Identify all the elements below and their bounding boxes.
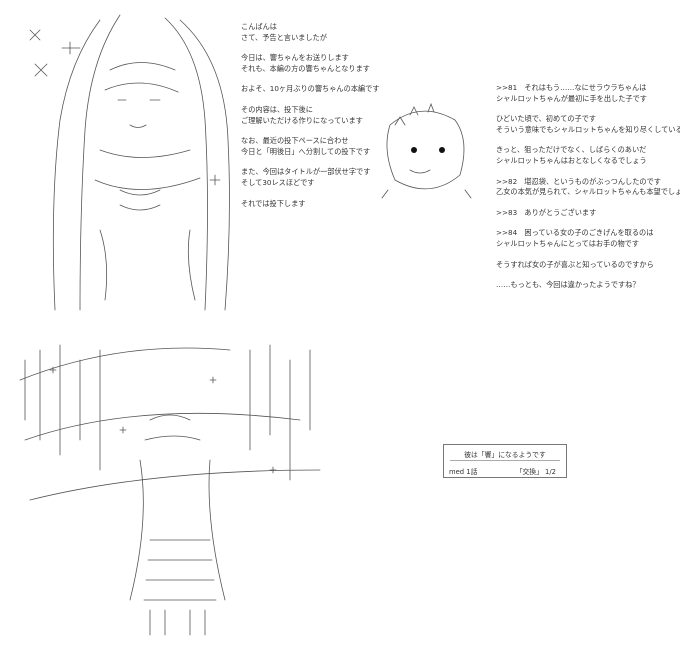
narration-block: こんばんは さて、予告と言いましたが 今日は、響ちゃんをお送りします それも、本… [241,22,380,209]
narration-line: それでは投下します [241,198,306,208]
title-card-subtitle: 「交換」 1/2 [515,468,556,476]
reply-line: そうすれば女の子が喜ぶと知っているのですから [496,259,654,269]
reply-line: ……もっとも、今回は違かったようですね？ [496,280,640,290]
reply-line [496,104,680,114]
narration-line: ご理解いただける作りになっています [241,115,363,125]
narration-line: 今日と「明後日」へ分割しての投下です [241,146,371,156]
reply-line: >>81 それはもう……なにせラウラちゃんは [496,83,647,92]
reply-line: 乙女の本気が見られて、シャルロットちゃんも本望でしょう [496,187,680,197]
replies-block: >>81 それはもう……なにせラウラちゃんは シャルロットちゃんが最初に手を出し… [496,83,680,291]
narration-line [241,74,380,84]
reply-line: ひどいた頃で、初めての子です [496,114,597,124]
reply-line: きっと、狙っただけでなく、しばらくのあいだ [496,145,647,155]
narration-line [241,189,380,199]
reply-line [496,218,680,228]
reply-line: >>84 困っている女の子のごきげんを取るのは [496,228,654,238]
narration-line: こんばんは [241,22,277,31]
title-card-divider [450,460,560,461]
reply-line [496,198,680,208]
narration-line: およそ、10ヶ月ぶりの響ちゃんの本編です [241,84,380,94]
narration-line: なお、最近の投下ペースに合わせ [241,136,349,146]
narration-line [241,43,380,53]
reply-line: シャルロットちゃんはおとなしくなるでしょう [496,155,647,165]
rain-scene-art [19,344,321,636]
narration-line [241,95,380,105]
narration-line: その内容は、投下後に [241,104,313,114]
reply-line [496,135,680,145]
narration-line [241,126,380,136]
narration-line: それも、本編の方の響ちゃんとなります [241,63,370,73]
reply-line: そういう意味でもシャルロットちゃんを知り尽くしているのです [496,124,680,134]
small-face-art [381,102,472,199]
narration-line: さて、予告と言いましたが [241,32,327,42]
narration-line [241,157,380,167]
title-card-episode: med 1話 [449,468,478,476]
narration-line: また、今回はタイトルが一部伏せ字です [241,167,371,177]
girl-figure-art [29,14,230,311]
narration-line: 今日は、響ちゃんをお送りします [241,53,349,63]
reply-line [496,167,680,177]
reply-line [496,270,680,280]
narration-line: そして30レスほどです [241,177,315,187]
reply-line: >>83 ありがとうございます [496,207,597,217]
title-card: 彼は「響」になるようです med 1話 「交換」 1/2 [443,444,567,478]
reply-line [496,250,680,260]
reply-line: シャルロットちゃんにとってはお手の物です [496,238,640,248]
reply-line: シャルロットちゃんが最初に手を出した子です [496,93,647,103]
title-card-headline: 彼は「響」になるようです [464,451,546,459]
reply-line: >>82 堪忍袋、というものがぶっつんしたのです [496,176,661,186]
